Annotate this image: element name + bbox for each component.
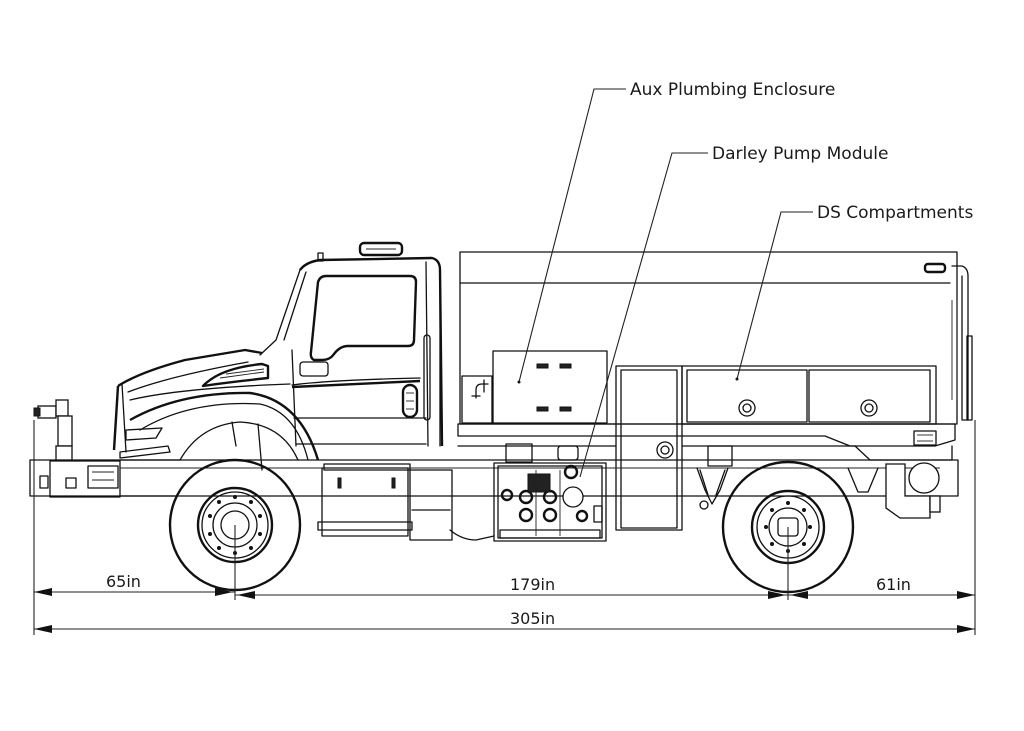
darley-pump-module bbox=[493, 443, 607, 542]
side-compartment-door bbox=[615, 365, 683, 531]
front-bumper bbox=[39, 459, 181, 498]
hood-and-fender bbox=[112, 348, 320, 471]
dim-label-overall-length: 305in bbox=[510, 609, 555, 628]
dimension-lines: 65in 179in 61in 305in bbox=[33, 420, 976, 635]
cab-step-box bbox=[317, 463, 495, 541]
dimension-wheelbase: 179in bbox=[235, 575, 788, 599]
callout-label-darley-pump: Darley Pump Module bbox=[712, 144, 888, 164]
callout-darley-pump: Darley Pump Module bbox=[579, 144, 888, 478]
dim-label-rear-overhang: 61in bbox=[876, 575, 911, 594]
cab bbox=[259, 241, 444, 447]
rear-equipment bbox=[885, 462, 941, 519]
ds-compartments bbox=[681, 365, 937, 425]
callout-label-aux-plumbing: Aux Plumbing Enclosure bbox=[630, 80, 835, 100]
dim-label-front-overhang: 65in bbox=[106, 572, 141, 591]
callout-label-ds-compartments: DS Compartments bbox=[817, 203, 973, 223]
callout-aux-plumbing: Aux Plumbing Enclosure bbox=[518, 80, 835, 383]
dim-label-wheelbase: 179in bbox=[510, 575, 555, 594]
dimension-rear-overhang: 61in bbox=[788, 575, 975, 599]
water-tank bbox=[459, 251, 973, 425]
aux-plumbing-enclosure bbox=[461, 350, 608, 424]
dimension-overall-length: 305in bbox=[34, 609, 975, 633]
rear-suspension bbox=[696, 445, 879, 510]
callout-ds-compartments: DS Compartments bbox=[736, 203, 973, 380]
dimension-front-overhang: 65in bbox=[34, 572, 235, 596]
bumper-turret-nozzle bbox=[33, 399, 73, 461]
